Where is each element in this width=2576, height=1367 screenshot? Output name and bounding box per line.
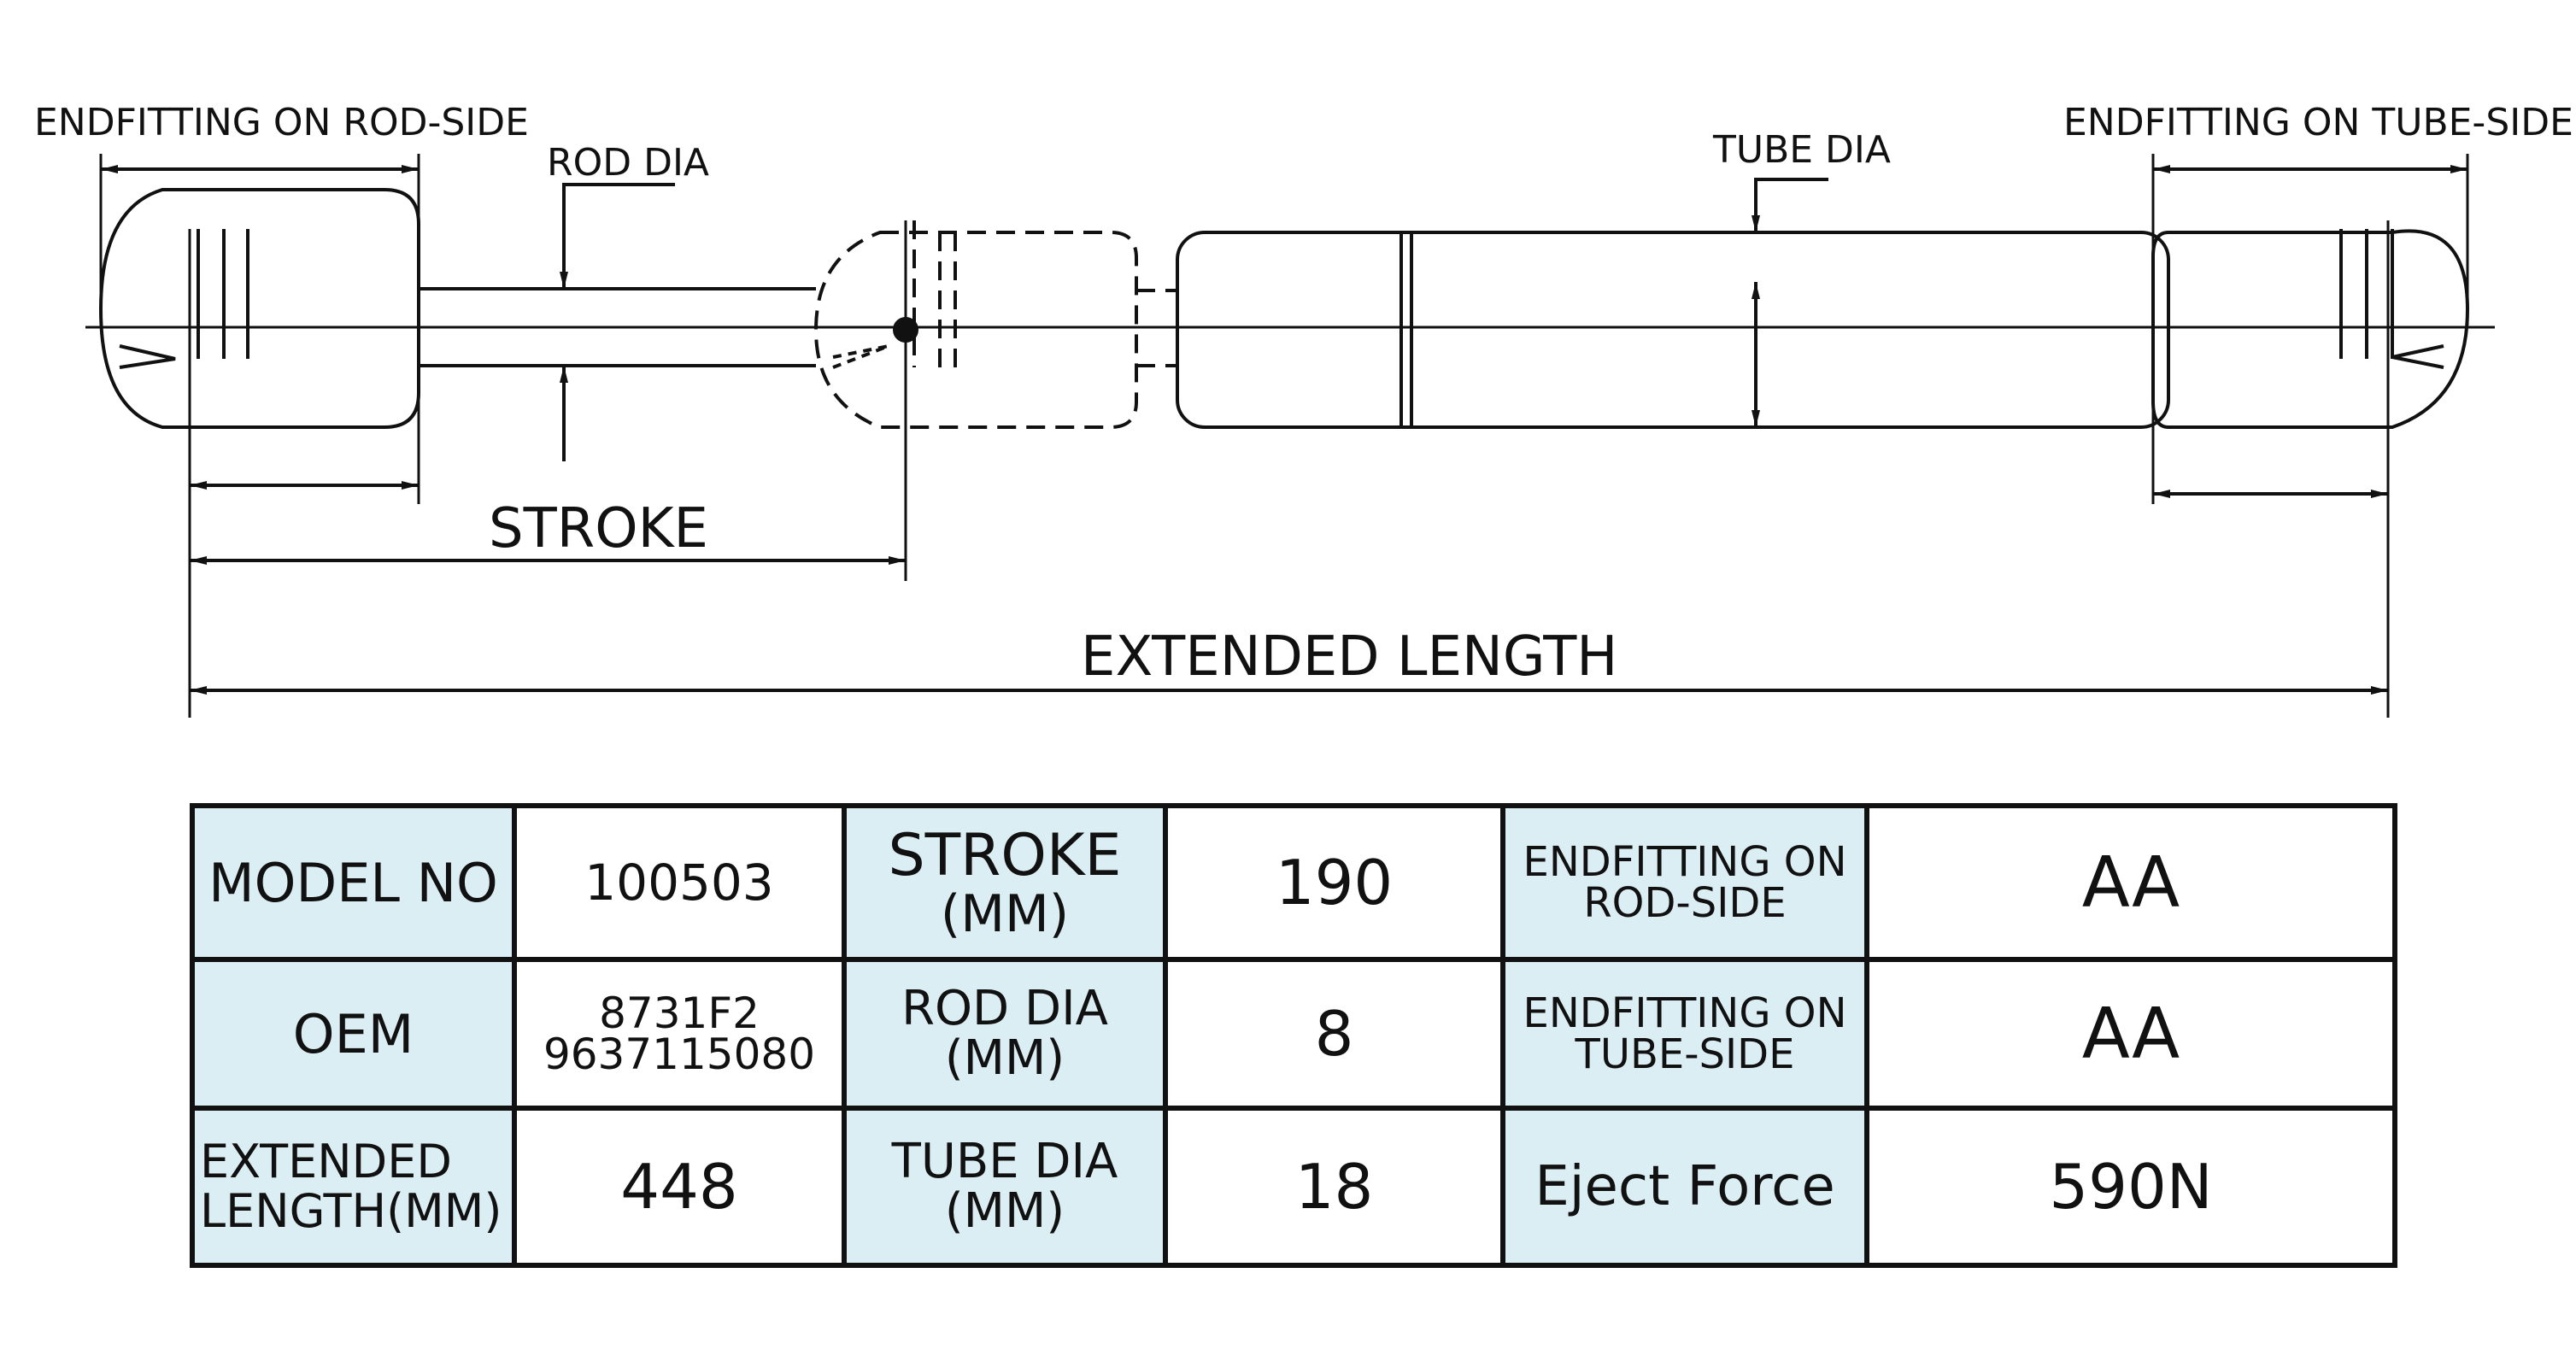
- table-row: MODEL NO 100503 STROKE (MM) 190 ENDFITTI…: [190, 803, 2397, 962]
- compressed-endfitting: [813, 220, 1177, 429]
- gas-spring-technical-drawing: ENDFITTING ON ROD-SIDE ROD DIA TUBE DIA …: [34, 101, 2573, 718]
- label-stroke: STROKE: [489, 497, 708, 560]
- cell-stroke-label: STROKE (MM): [842, 803, 1168, 962]
- spec-table: MODEL NO 100503 STROKE (MM) 190 ENDFITTI…: [190, 803, 2397, 1268]
- cell-extended-length-label: EXTENDED LENGTH(MM): [190, 1106, 517, 1268]
- table-row: OEM 8731F2 9637115080 ROD DIA (MM) 8 END…: [190, 957, 2397, 1111]
- cell-extended-length-value: 448: [512, 1106, 847, 1268]
- tube-endfitting: [2151, 229, 2470, 429]
- cell-model-value: 100503: [512, 803, 847, 962]
- label-endfitting-tube: ENDFITTING ON TUBE-SIDE: [2063, 101, 2573, 144]
- cell-stroke-value: 190: [1163, 803, 1505, 962]
- tube-body: [1176, 231, 2170, 429]
- cell-rod-dia-value: 8: [1163, 957, 1505, 1111]
- cell-model-label: MODEL NO: [190, 803, 517, 962]
- cell-rod-dia-label: ROD DIA (MM): [842, 957, 1168, 1111]
- rod-endfitting: [98, 188, 420, 429]
- cell-end-tube-value: AA: [1864, 957, 2397, 1111]
- label-rod-dia: ROD DIA: [547, 141, 709, 185]
- cell-end-rod-label: ENDFITTING ON ROD-SIDE: [1500, 803, 1869, 962]
- label-endfitting-rod: ENDFITTING ON ROD-SIDE: [34, 101, 529, 144]
- cell-end-tube-label: ENDFITTING ON TUBE-SIDE: [1500, 957, 1869, 1111]
- cell-eject-force-value: 590N: [1864, 1106, 2397, 1268]
- cell-oem-label: OEM: [190, 957, 517, 1111]
- cell-end-rod-value: AA: [1864, 803, 2397, 962]
- label-extended-length: EXTENDED LENGTH: [1081, 625, 1617, 689]
- cell-tube-dia-label: TUBE DIA (MM): [842, 1106, 1168, 1268]
- cell-eject-force-label: Eject Force: [1500, 1106, 1869, 1268]
- label-tube-dia: TUBE DIA: [1712, 128, 1891, 172]
- table-row: EXTENDED LENGTH(MM) 448 TUBE DIA (MM) 18…: [190, 1106, 2397, 1268]
- cell-tube-dia-value: 18: [1163, 1106, 1505, 1268]
- cell-oem-value: 8731F2 9637115080: [512, 957, 847, 1111]
